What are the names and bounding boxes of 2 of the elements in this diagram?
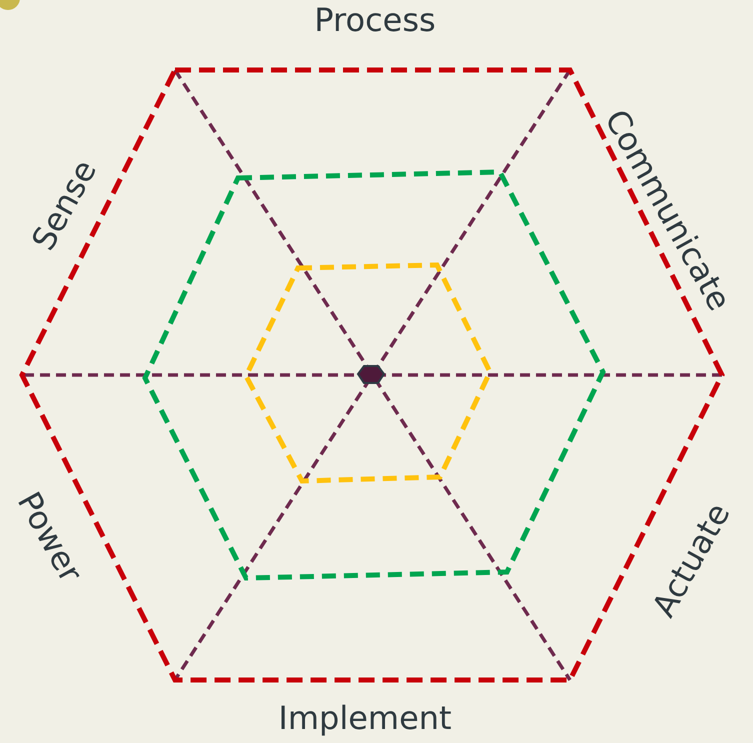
axis-label: Process [314, 4, 436, 36]
axis-label: Implement [278, 702, 452, 734]
